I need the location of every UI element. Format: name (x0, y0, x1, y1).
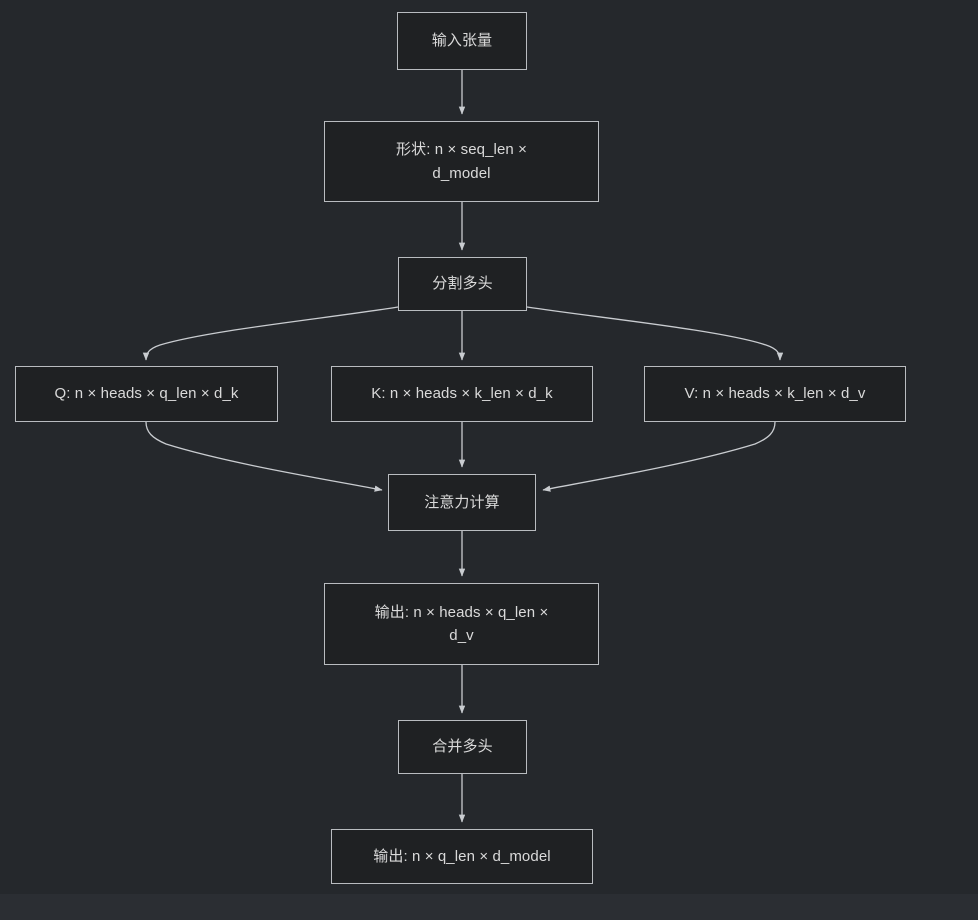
bottom-strip (0, 894, 978, 920)
node-output-final-label: 输出: n × q_len × d_model (373, 847, 551, 865)
node-input-tensor-label: 输入张量 (431, 32, 493, 50)
node-q-label: Q: n × heads × q_len × d_k (54, 385, 239, 403)
edge-v-to-attention (542, 421, 776, 492)
node-output-heads[interactable]: 输出: n × heads × q_len × d_v (324, 583, 599, 665)
node-output-heads-label: 输出: n × heads × q_len × d_v (374, 603, 549, 644)
node-attention[interactable]: 注意力计算 (388, 474, 536, 531)
node-shape-label: 形状: n × seq_len × d_model (396, 141, 527, 182)
node-attention-label: 注意力计算 (424, 493, 500, 511)
edge-split-to-v (526, 306, 784, 361)
edge-q-to-attention (145, 421, 383, 492)
node-merge-heads[interactable]: 合并多头 (398, 720, 527, 774)
node-input-tensor[interactable]: 输入张量 (397, 12, 527, 70)
node-v-label: V: n × heads × k_len × d_v (684, 385, 866, 403)
node-k-label: K: n × heads × k_len × d_k (371, 385, 553, 403)
node-q[interactable]: Q: n × heads × q_len × d_k (15, 366, 278, 422)
node-k[interactable]: K: n × heads × k_len × d_k (331, 366, 593, 422)
edge-split-to-q (142, 306, 399, 361)
node-output-final[interactable]: 输出: n × q_len × d_model (331, 829, 593, 884)
node-merge-heads-label: 合并多头 (432, 738, 493, 756)
node-split-heads-label: 分割多头 (432, 275, 493, 293)
node-v[interactable]: V: n × heads × k_len × d_v (644, 366, 906, 422)
node-split-heads[interactable]: 分割多头 (398, 257, 527, 311)
node-shape[interactable]: 形状: n × seq_len × d_model (324, 121, 599, 202)
